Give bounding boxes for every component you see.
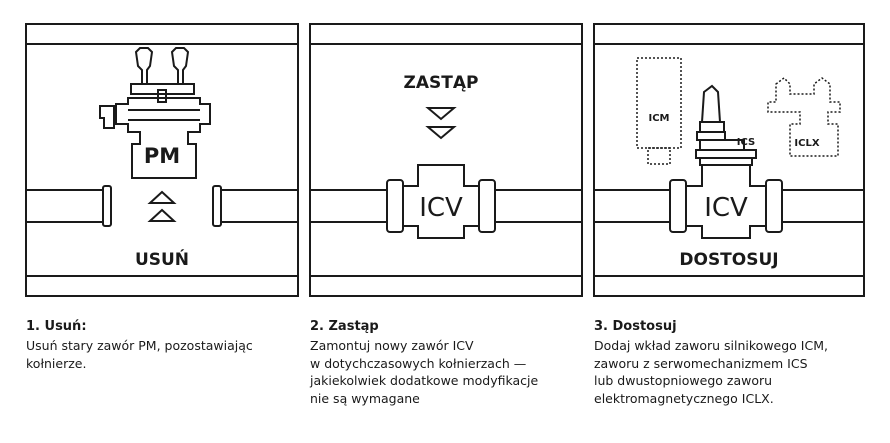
ics-label: ICS: [737, 137, 755, 148]
panel-title-adapt: DOSTOSUJ: [679, 250, 778, 270]
step-line: kołnierze.: [26, 355, 87, 371]
panel-title-remove: USUŃ: [135, 248, 189, 270]
step-line: elektromagnetycznego ICLX.: [594, 390, 774, 406]
panel-replace: [309, 23, 583, 297]
step-caption-1: 1. Usuń: Usuń stary zawór PM, pozostawia…: [26, 318, 306, 372]
panel-frame: [309, 23, 583, 297]
step-caption-2: 2. Zastąp Zamontuj nowy zawór ICV w doty…: [310, 318, 590, 407]
right-pipe: [212, 185, 298, 227]
panel-remove: [25, 23, 299, 297]
up-arrows-icon: [147, 190, 177, 222]
step-line: Usuń stary zawór PM, pozostawiając: [26, 338, 253, 353]
step-line: jakiekolwiek dodatkowe modyfikacje: [310, 373, 539, 388]
icv-valve-label: ICV: [704, 193, 748, 223]
step-line: w dotychczasowych kołnierzach —: [310, 355, 527, 371]
panel-frame: [25, 23, 299, 297]
step-line: zaworu z serwomechanizmem ICS: [594, 355, 808, 371]
panel-adapt: [593, 23, 865, 297]
left-pipe: [26, 185, 112, 227]
ics-actuator: [695, 84, 757, 166]
step-description: Dodaj wkład zaworu silnikowego ICM, zawo…: [594, 337, 874, 407]
step-title: 1. Usuń:: [26, 319, 87, 334]
down-arrows-icon: [425, 107, 457, 140]
illustration: PM USUŃ ZASTĄP ICV ICV DOSTOSUJ ICM ICS …: [25, 23, 865, 297]
step-caption-3: 3. Dostosuj Dodaj wkład zaworu silnikowe…: [594, 318, 874, 407]
icm-label: ICM: [648, 113, 669, 124]
step-line: nie są wymagane: [310, 390, 420, 406]
step-description: Zamontuj nowy zawór ICV w dotychczasowyc…: [310, 337, 590, 407]
pm-valve-label: PM: [144, 144, 180, 168]
step-description: Usuń stary zawór PM, pozostawiając kołni…: [26, 337, 306, 372]
iclx-module-dotted: [767, 77, 841, 157]
icv-valve-label: ICV: [419, 193, 463, 223]
step-line: Dodaj wkład zaworu silnikowego ICM,: [594, 338, 828, 353]
step-line: Zamontuj nowy zawór ICV: [310, 338, 474, 353]
step-title: 3. Dostosuj: [594, 319, 677, 334]
pm-valve-outline: [99, 47, 211, 179]
step-line: lub dwustopniowego zaworu: [594, 373, 773, 388]
step-title: 2. Zastąp: [310, 319, 379, 334]
icm-module-dotted: [636, 57, 682, 165]
panel-title-replace: ZASTĄP: [404, 73, 479, 93]
icv-valve-outline: [310, 164, 582, 239]
panel-frame: [593, 23, 865, 297]
iclx-label: ICLX: [794, 138, 819, 149]
